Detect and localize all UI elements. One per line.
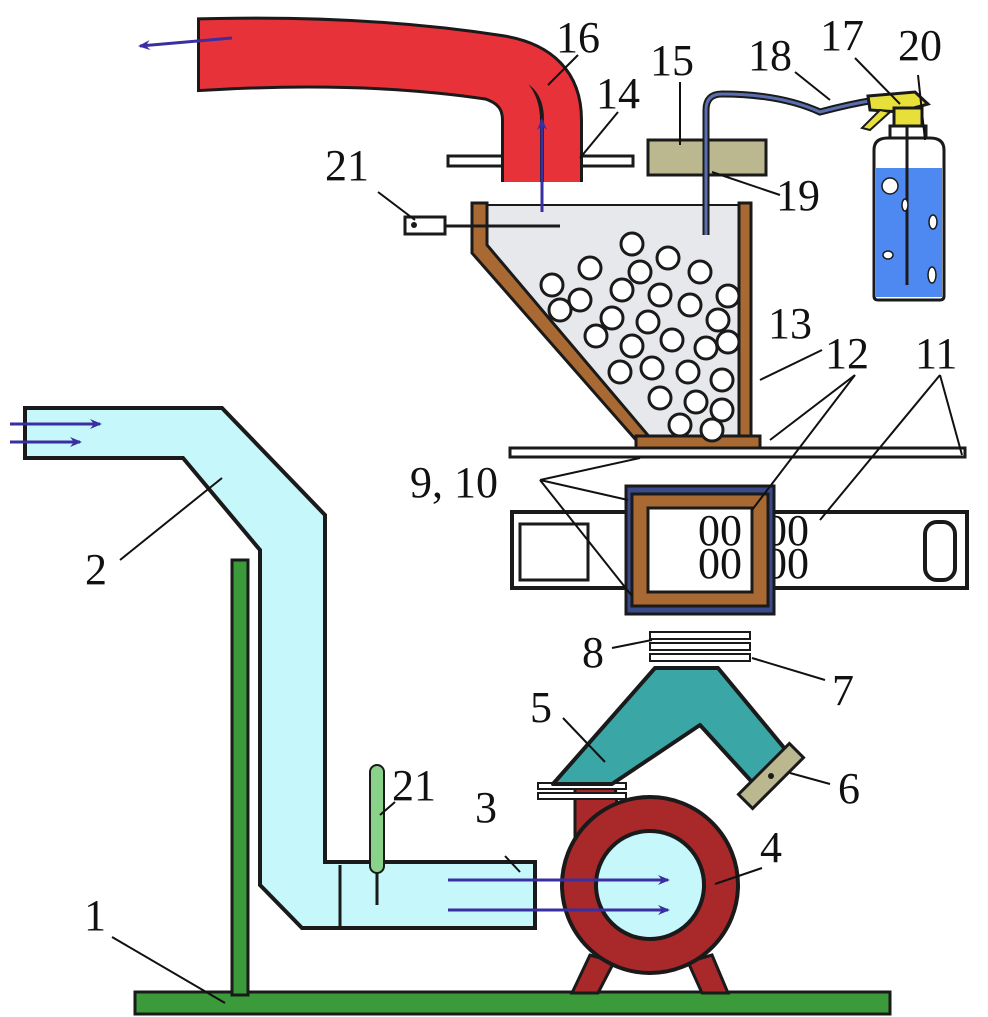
label-16: 16 [556, 13, 600, 62]
label-7: 7 [832, 666, 854, 715]
label-17: 17 [820, 11, 864, 60]
fan-leg-right [685, 953, 731, 995]
gauge-slot [923, 520, 957, 582]
label-20: 20 [898, 21, 942, 70]
outlet-duct-fill [200, 19, 580, 182]
label-3: 3 [475, 783, 497, 832]
label-13: 13 [768, 299, 812, 348]
label-8: 8 [582, 628, 604, 677]
base-plate [133, 990, 892, 1016]
gauge-digits-left-bottom: 00 [698, 539, 742, 588]
gauge-digits-left-top: 00 [698, 506, 742, 555]
spray-cap [892, 106, 924, 128]
label-18: 18 [748, 31, 792, 80]
top-sensor [403, 215, 447, 236]
fan-intake [594, 829, 706, 941]
label-21-bottom: 21 [392, 761, 436, 810]
top-sensor-dot [411, 222, 417, 228]
label-2: 2 [85, 545, 107, 594]
label-14: 14 [596, 69, 640, 118]
spray-trigger-lever [860, 108, 893, 132]
exhaust-arrow [138, 36, 233, 51]
label-12: 12 [825, 329, 869, 378]
leader-lines [111, 54, 963, 1004]
label-15: 15 [650, 36, 694, 85]
grid-plate-7 [649, 631, 751, 640]
grid-plate-9 [649, 653, 751, 662]
vertical-stand [230, 558, 250, 997]
bubbles [881, 177, 938, 284]
inlet-duct [23, 406, 537, 930]
grid-plate-8 [649, 642, 751, 651]
particles [539, 231, 741, 443]
hopper-wall-right [737, 201, 753, 445]
label-21-top: 21 [325, 141, 369, 190]
bottle-water [876, 168, 942, 297]
label-9-10: 9, 10 [410, 458, 498, 507]
label-5: 5 [530, 683, 552, 732]
thermometer [369, 764, 385, 874]
label-19: 19 [776, 171, 820, 220]
label-6: 6 [838, 764, 860, 813]
label-11: 11 [915, 329, 957, 378]
gauge-window [518, 522, 590, 582]
spray-tube-inner [704, 92, 876, 235]
hopper-base [634, 434, 762, 450]
label-4: 4 [760, 823, 782, 872]
diffuser [551, 666, 792, 786]
label-1: 1 [84, 891, 106, 940]
fan-outlet-flange-bottom [537, 792, 627, 800]
side-valve [736, 741, 806, 811]
chamber-window [646, 506, 754, 594]
